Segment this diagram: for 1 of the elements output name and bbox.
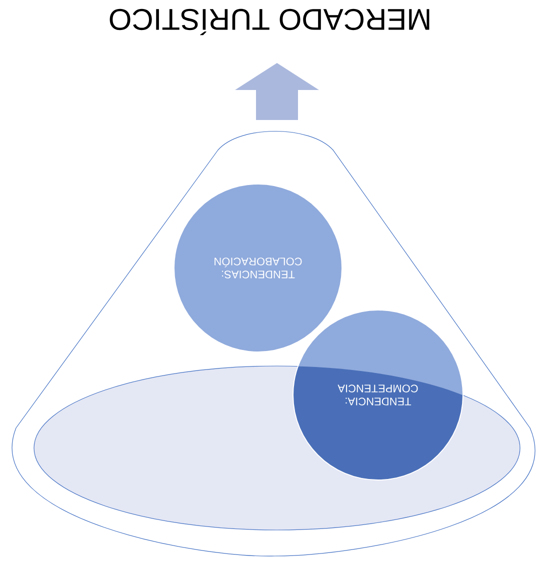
title: MERCADO TURÍSTICO bbox=[110, 8, 430, 36]
